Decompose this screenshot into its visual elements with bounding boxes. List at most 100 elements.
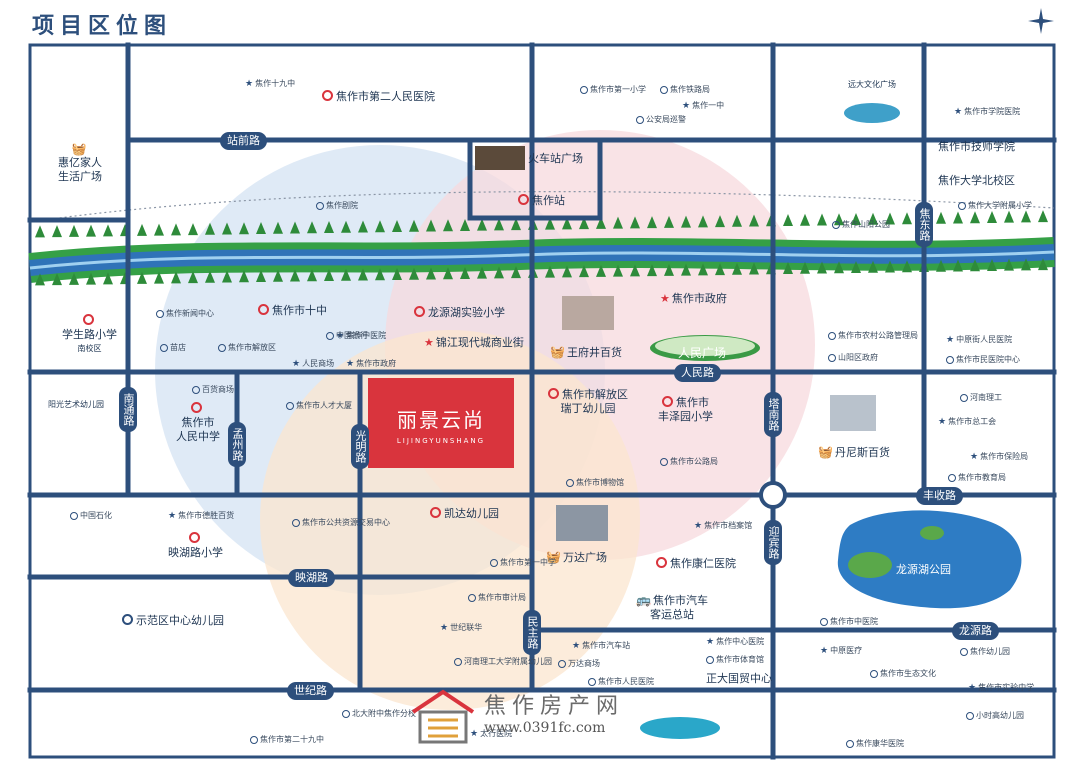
poi-hospital2[interactable]: 焦作市第二人民医院 <box>322 90 435 104</box>
poi-station-square[interactable]: 火车站广场 <box>528 152 583 165</box>
poi-xueshenglu[interactable]: 学生路小学南校区 <box>62 314 117 356</box>
small-poi[interactable]: ★焦作一中 <box>682 100 724 111</box>
small-poi[interactable]: 中国银行 <box>326 330 368 341</box>
poi-danisi[interactable]: 🧺丹尼斯百货 <box>818 445 890 459</box>
poi-zhengda[interactable]: 正大国贸中心 <box>706 672 772 685</box>
small-poi[interactable]: 焦作剧院 <box>316 200 358 211</box>
poi-yangguang[interactable]: 阳光艺术幼儿园 <box>48 400 104 409</box>
small-poi[interactable]: 北大附中焦作分校 <box>342 708 416 719</box>
poi-kaida[interactable]: 凯达幼儿园 <box>430 507 499 521</box>
small-poi[interactable]: 焦作市博物馆 <box>566 477 624 488</box>
small-poi[interactable]: 焦作康华医院 <box>846 738 904 749</box>
small-poi[interactable]: ★焦作市汽车站 <box>572 640 630 651</box>
location-icon <box>468 593 476 602</box>
tree-icon <box>715 263 725 276</box>
small-poi[interactable]: 河南理工大学附属幼儿园 <box>454 656 552 667</box>
small-poi[interactable]: 河南理工 <box>960 392 1002 403</box>
small-poi[interactable]: 焦作市第一小学 <box>580 84 646 95</box>
poi-square[interactable]: 人民广场 <box>678 346 727 360</box>
poi-wanda[interactable]: 🧺万达广场 <box>546 550 607 564</box>
poi-kangren[interactable]: 焦作康仁医院 <box>656 557 736 571</box>
poi-huiyi[interactable]: 🧺惠亿家人生活广场 <box>58 142 102 183</box>
small-poi[interactable]: ★焦作市档案馆 <box>694 520 752 531</box>
road-nantong: 南通路 <box>119 387 137 432</box>
small-poi[interactable]: ★焦作市政府 <box>346 358 396 369</box>
poi-longyuanhu-park[interactable]: 龙源湖公园 <box>896 563 951 576</box>
small-poi[interactable]: 焦作市生态文化 <box>870 668 936 679</box>
small-poi-label: 中原街人民医院 <box>956 335 1013 344</box>
small-poi[interactable]: 苗店 <box>160 342 186 353</box>
small-poi[interactable]: ★焦作市总工会 <box>938 416 996 427</box>
small-poi[interactable]: ★人民商场 <box>292 358 334 369</box>
poi-jinjiang[interactable]: ★锦江现代城商业街 <box>424 336 524 349</box>
small-poi[interactable]: 焦作市第一中学 <box>490 557 556 568</box>
poi-gov[interactable]: ★焦作市政府 <box>660 292 727 305</box>
poi-wangfujing[interactable]: 🧺王府井百货 <box>550 345 622 359</box>
small-poi[interactable]: 焦作市中医院 <box>820 616 878 627</box>
small-poi[interactable]: 焦作市人民医院 <box>588 676 654 687</box>
poi-longyuanhu-school[interactable]: 龙源湖实验小学 <box>414 306 505 320</box>
small-poi-label: 焦作市解放区 <box>228 343 276 352</box>
small-poi[interactable]: ★焦作中心医院 <box>706 636 764 647</box>
small-poi[interactable]: ★焦作十九中 <box>245 78 295 89</box>
small-poi[interactable]: 焦作市体育馆 <box>706 654 764 665</box>
small-poi[interactable]: 焦作市民医院中心 <box>946 354 1020 365</box>
small-poi[interactable]: 中国石化 <box>70 510 112 521</box>
location-icon <box>820 617 828 626</box>
small-poi[interactable]: 焦作大学附属小学 <box>958 200 1032 211</box>
poi-fengze[interactable]: 焦作市丰泽园小学 <box>658 396 713 423</box>
small-poi[interactable]: 万达商场 <box>558 658 600 669</box>
poi-renmin-mid[interactable]: 焦作市人民中学 <box>176 402 220 444</box>
small-poi[interactable]: 焦作铁路局 <box>660 84 710 95</box>
small-poi[interactable]: ★世纪联华 <box>440 622 482 633</box>
small-poi[interactable]: 焦作市公路局 <box>660 456 718 467</box>
small-poi[interactable]: ★焦作市保险局 <box>970 451 1028 462</box>
poi-yinghu-school[interactable]: 映湖路小学 <box>168 532 223 560</box>
small-poi[interactable]: 焦作市农村公路管理局 <box>828 330 918 341</box>
tree-icon <box>52 273 62 286</box>
poi-jzu-north[interactable]: 焦作大学北校区 <box>938 174 1015 187</box>
poi-jishi[interactable]: 焦作市技师学院 <box>938 140 1015 153</box>
small-poi[interactable]: 焦作市公共资源交易中心 <box>292 517 390 528</box>
tree-icon <box>35 273 45 286</box>
small-poi[interactable]: 焦作新闻中心 <box>156 308 214 319</box>
tree-icon <box>1038 258 1048 271</box>
small-poi[interactable]: ★焦作市实验中学 <box>968 682 1034 693</box>
small-poi[interactable]: ★中原医疗 <box>820 645 862 656</box>
location-icon <box>342 709 350 718</box>
small-poi[interactable]: 小时高幼儿园 <box>966 710 1024 721</box>
star-icon: ★ <box>706 637 715 647</box>
tree-icon <box>970 259 980 272</box>
poi-bus[interactable]: 🚌焦作市汽车客运总站 <box>636 593 708 621</box>
small-poi[interactable]: ★焦作市学院医院 <box>954 106 1020 117</box>
small-poi-label: 焦作市总工会 <box>948 417 997 426</box>
poi-demo-kinder[interactable]: 示范区中心幼儿园 <box>122 614 224 628</box>
small-poi[interactable]: 百货商场 <box>192 384 234 395</box>
small-poi[interactable]: 焦作市第二十九中 <box>250 734 324 745</box>
small-poi[interactable]: ★焦作市德胜百货 <box>168 510 234 521</box>
small-poi[interactable]: 焦作幼儿园 <box>960 646 1010 657</box>
small-poi[interactable]: 公安局巡警 <box>636 114 686 125</box>
tree-icon <box>205 270 215 283</box>
project-name: 丽景云尚 <box>397 408 485 432</box>
location-icon <box>588 677 596 686</box>
small-poi[interactable]: 山阳区政府 <box>828 352 878 363</box>
location-icon <box>558 659 566 668</box>
small-poi[interactable]: ★焦作中医院 <box>336 330 386 341</box>
small-poi[interactable]: 焦作市人才大厦 <box>286 400 352 411</box>
poi-yuanda[interactable]: 远大文化广场 <box>848 80 896 89</box>
poi-jiefang[interactable]: 焦作市解放区瑞丁幼儿园 <box>548 388 628 416</box>
project-marker[interactable]: 丽景云尚 LIJINGYUNSHANG <box>368 378 514 468</box>
location-icon <box>160 343 168 352</box>
poi-station[interactable]: 焦作站 <box>518 194 565 208</box>
small-poi[interactable]: ★太行医院 <box>470 728 512 739</box>
small-poi[interactable]: 焦作山阳公园 <box>832 219 890 230</box>
small-poi[interactable]: 焦作市教育局 <box>948 472 1006 483</box>
small-poi[interactable]: ★中原街人民医院 <box>946 334 1012 345</box>
small-poi[interactable]: 焦作市审计局 <box>468 592 526 603</box>
small-poi-label: 小时高幼儿园 <box>976 711 1024 720</box>
school-icon <box>191 402 202 413</box>
road-jiaodong: 焦东路 <box>915 202 933 247</box>
poi-shizhong[interactable]: 焦作市十中 <box>258 304 327 318</box>
small-poi[interactable]: 焦作市解放区 <box>218 342 276 353</box>
